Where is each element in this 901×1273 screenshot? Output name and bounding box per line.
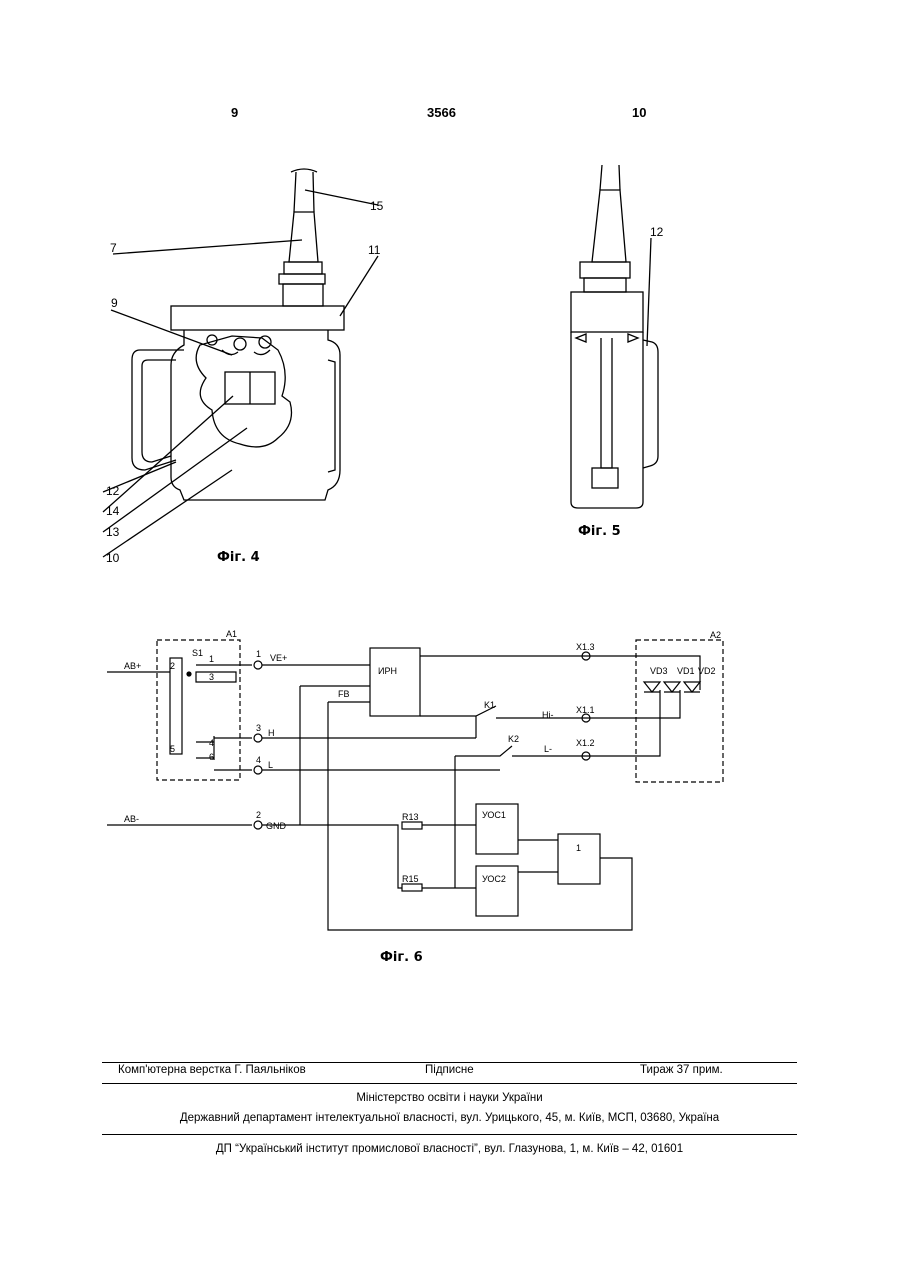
fig6-block-logic: 1 [576, 843, 581, 853]
fig6-block-uos2: УОС2 [482, 874, 506, 884]
footer-imprint-row: Комп'ютерна верстка Г. Паяльніков Підпис… [102, 1064, 797, 1080]
fig6-caption: Фіг. 6 [380, 950, 423, 965]
fig6-connector-x12: X1.2 [576, 738, 595, 748]
fig6-contact-1: 1 [256, 649, 261, 659]
fig6-signal-h: H [268, 728, 275, 738]
fig6-signal-ab-plus: AB+ [124, 661, 141, 671]
fig6-contact-3: 3 [256, 723, 261, 733]
fig4-caption: Фіг. 4 [217, 550, 260, 565]
fig4-label-11: 11 [368, 243, 381, 257]
footer-ministry: Міністерство освіти і науки України [102, 1092, 797, 1104]
fig6-diode-vd3: VD3 [650, 666, 668, 676]
fig6-diode-vd1: VD1 [677, 666, 695, 676]
footer-signed: Підписне [425, 1064, 474, 1076]
fig6-relay-k1: K1 [484, 700, 495, 710]
figure-4-drawing: 15 7 11 9 12 14 13 10 [95, 155, 425, 575]
footer-rule-bottom [102, 1134, 797, 1135]
fig4-label-9: 9 [111, 296, 118, 310]
fig6-block-irn: ИРН [378, 666, 397, 676]
fig6-relay-k2: K2 [508, 734, 519, 744]
fig4-label-12: 12 [106, 484, 120, 498]
footer-publisher: Міністерство освіти і науки України Держ… [102, 1092, 797, 1132]
fig4-label-14: 14 [106, 504, 120, 518]
footer-institute: ДП “Український інститут промислової вла… [102, 1143, 797, 1155]
fig6-signal-gnd: GND [266, 821, 287, 831]
fig6-switch-pin-1: 1 [209, 654, 214, 664]
fig6-resistor-r15: R15 [402, 874, 419, 884]
fig6-signal-l-minus: L- [544, 744, 552, 754]
fig6-connector-x11: X1.1 [576, 705, 595, 715]
fig6-switch-pin-5: 5 [170, 744, 175, 754]
fig4-label-10: 10 [106, 551, 120, 565]
fig6-contact-4: 4 [256, 755, 261, 765]
left-page-number: 9 [231, 105, 238, 120]
footer-department: Державний департамент інтелектуальної вл… [102, 1112, 797, 1124]
fig6-signal-l: L [268, 760, 273, 770]
fig6-block-s1: S1 [192, 648, 203, 658]
fig6-diode-vd2: VD2 [698, 666, 716, 676]
fig4-label-15: 15 [370, 199, 384, 213]
fig6-switch-pin-3: 3 [209, 672, 214, 682]
fig6-signal-fb: FB [338, 689, 350, 699]
fig5-caption: Фіг. 5 [578, 524, 621, 539]
fig5-label-12: 12 [650, 225, 664, 239]
fig6-block-uos1: УОС1 [482, 810, 506, 820]
fig6-switch-pin-4: 4 [209, 738, 214, 748]
footer-printer: ДП “Український інститут промислової вла… [102, 1143, 797, 1159]
fig6-switch-pin-6: 6 [209, 752, 214, 762]
patent-number: 3566 [427, 105, 456, 120]
fig6-signal-ab-minus: AB- [124, 814, 139, 824]
footer-rule-middle [102, 1083, 797, 1084]
fig6-block-a1: A1 [226, 629, 237, 639]
fig6-signal-hi-minus: Hi- [542, 710, 554, 720]
fig6-resistor-r13: R13 [402, 812, 419, 822]
fig4-label-7: 7 [110, 241, 117, 255]
right-page-number: 10 [632, 105, 646, 120]
fig4-label-13: 13 [106, 525, 120, 539]
fig6-connector-x13: X1.3 [576, 642, 595, 652]
fig6-contact-2: 2 [256, 810, 261, 820]
fig6-block-a2: A2 [710, 630, 721, 640]
figure-6-circuit: A1 A2 S1 ИРН УОС1 УОС2 1 AB+ AB- VE+ FB … [100, 620, 740, 940]
footer-rule-top [102, 1062, 797, 1063]
figure-5-drawing: 12 [560, 160, 690, 515]
footer-typesetting: Комп'ютерна верстка Г. Паяльніков [118, 1064, 306, 1076]
fig6-signal-ve-plus: VE+ [270, 653, 287, 663]
footer-circulation: Тираж 37 прим. [640, 1064, 723, 1076]
fig6-switch-pin-2: 2 [170, 661, 175, 671]
